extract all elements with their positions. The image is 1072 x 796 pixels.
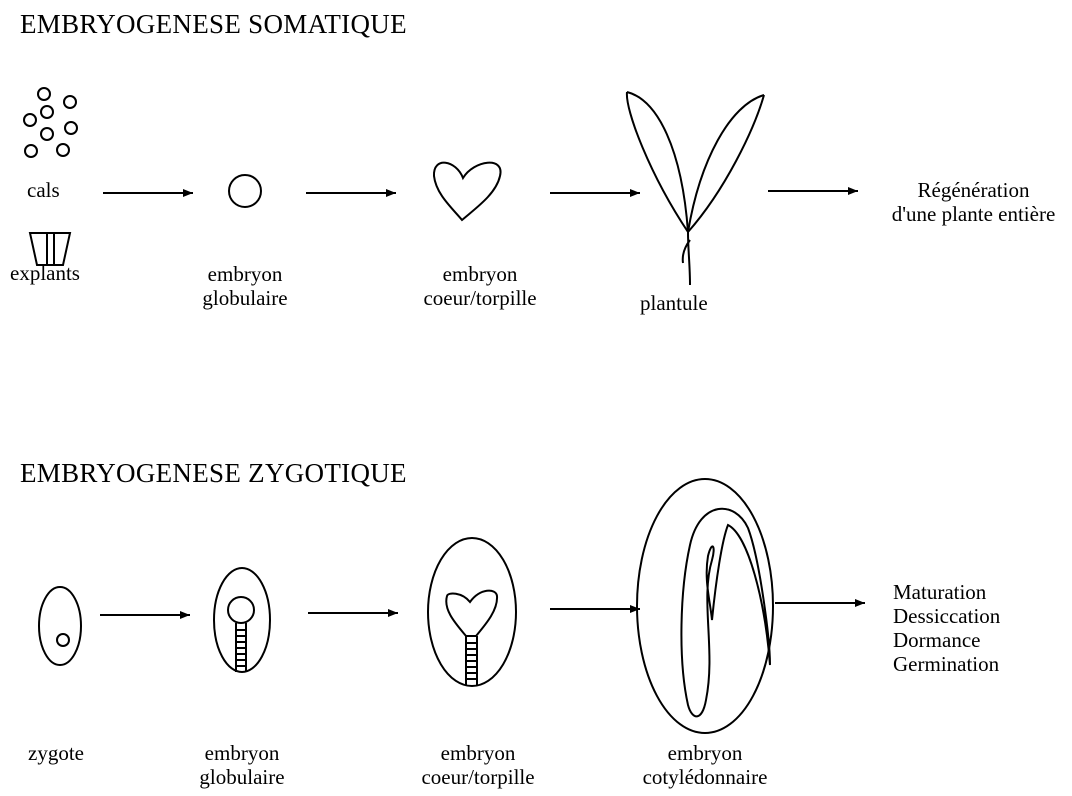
label-zygotic-cotyledon-line2: cotylédonnaire <box>630 765 780 789</box>
plantlet-icon <box>627 92 764 285</box>
label-somatic-globular-line2: globulaire <box>190 286 300 310</box>
label-zygotic-cotyledon: embryon cotylédonnaire <box>630 741 780 789</box>
somatic-heart-embryo-icon <box>434 163 501 220</box>
label-somatic-globular-line1: embryon <box>190 262 300 286</box>
label-zygote: zygote <box>28 741 84 765</box>
label-zygotic-globular: embryon globulaire <box>187 741 297 789</box>
label-somatic-heart-line1: embryon <box>405 262 555 286</box>
label-somatic-globular: embryon globulaire <box>190 262 300 310</box>
zygotic-globular-embryo-icon <box>214 568 270 672</box>
zygotic-cotyledonary-embryo-icon <box>637 479 773 733</box>
label-somatic-result: Régénération d'une plante entière <box>876 178 1071 226</box>
label-plantlet: plantule <box>640 291 708 315</box>
label-somatic-heart-line2: coeur/torpille <box>405 286 555 310</box>
zygotic-heart-embryo-icon <box>428 538 516 686</box>
label-zygotic-result-line4: Germination <box>893 652 1000 676</box>
label-explants: explants <box>10 261 80 285</box>
label-zygotic-cotyledon-line1: embryon <box>630 741 780 765</box>
label-somatic-result-line2: d'une plante entière <box>876 202 1071 226</box>
label-zygotic-result: Maturation Dessiccation Dormance Germina… <box>893 580 1000 676</box>
label-zygotic-globular-line1: embryon <box>187 741 297 765</box>
label-zygotic-result-line1: Maturation <box>893 580 1000 604</box>
label-cals: cals <box>27 178 60 202</box>
label-zygotic-heart: embryon coeur/torpille <box>403 741 553 789</box>
label-zygotic-heart-line1: embryon <box>403 741 553 765</box>
somatic-globular-embryo-icon <box>229 175 261 207</box>
label-zygotic-result-line3: Dormance <box>893 628 1000 652</box>
callus-cells-icon <box>24 88 77 157</box>
label-somatic-result-line1: Régénération <box>876 178 1071 202</box>
zygote-icon <box>39 587 81 665</box>
label-zygotic-globular-line2: globulaire <box>187 765 297 789</box>
label-zygotic-heart-line2: coeur/torpille <box>403 765 553 789</box>
label-zygotic-result-line2: Dessiccation <box>893 604 1000 628</box>
label-somatic-heart: embryon coeur/torpille <box>405 262 555 310</box>
